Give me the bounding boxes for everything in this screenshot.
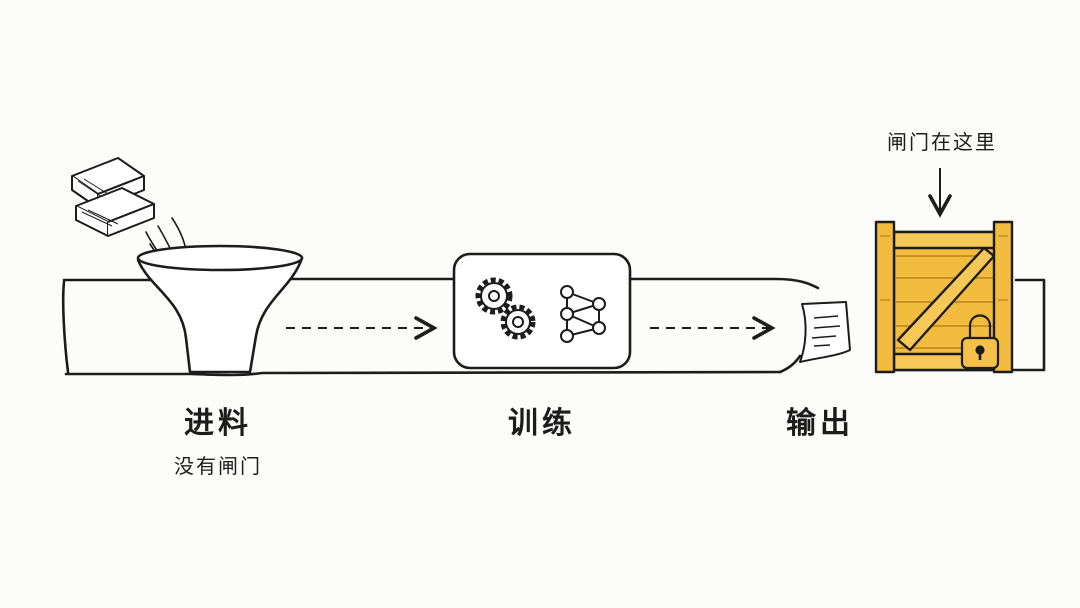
training-label: 训练 — [508, 406, 576, 441]
pipe — [61, 277, 1046, 377]
intake-label: 进料 — [184, 406, 252, 441]
output-label: 输出 — [786, 406, 854, 441]
books-icon — [71, 157, 155, 237]
gears-icon — [475, 277, 536, 340]
network-icon — [560, 285, 606, 343]
document-icon — [799, 301, 851, 363]
funnel-icon — [136, 244, 304, 374]
intake-note: 没有闸门 — [174, 454, 262, 478]
training-box — [452, 252, 632, 370]
gate-note: 闸门在这里 — [887, 130, 997, 154]
padlock-icon — [960, 314, 1000, 370]
